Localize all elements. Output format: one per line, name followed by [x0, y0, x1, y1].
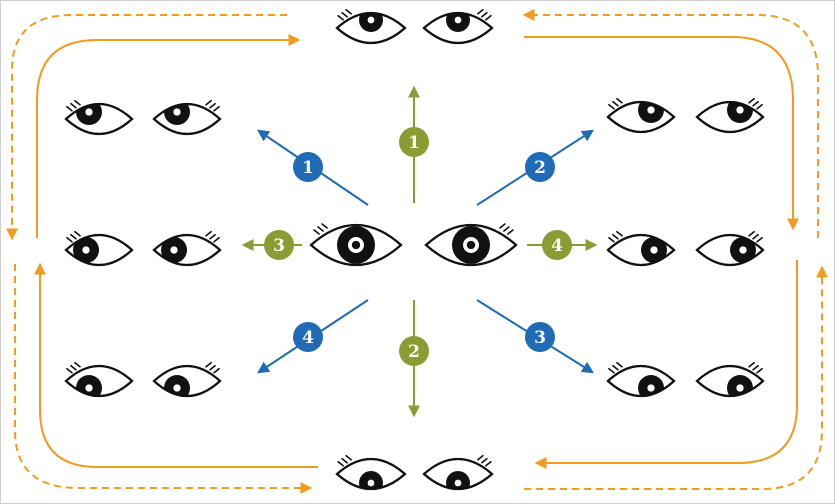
orange-dashed-path-top-left: [6, 14, 287, 241]
eye-right-1: [606, 230, 676, 267]
svg-text:1: 1: [408, 133, 420, 153]
orange-solid-path-top-left: [36, 34, 301, 238]
badge-green-down: 2: [399, 336, 429, 366]
badge-blue-down-right: 3: [525, 322, 555, 352]
orange-dashed-path-bottom-right: [524, 265, 828, 490]
step-badges: 1 2 3 4 1 2 3 4: [264, 127, 572, 366]
eye-top-left: [335, 8, 407, 45]
eye-downright-2: [695, 361, 765, 398]
eyes-layer: [64, 8, 765, 491]
orange-dashed-path-bottom-left: [14, 264, 313, 494]
badge-blue-up-right: 2: [525, 152, 555, 182]
orange-dashed-path-top-right: [522, 9, 819, 238]
badge-blue-down-left: 4: [293, 322, 323, 352]
orange-solid-path-bottom-right: [534, 260, 798, 469]
eye-upleft-2: [152, 99, 222, 136]
eye-right-2: [695, 230, 765, 267]
svg-text:4: 4: [302, 328, 314, 348]
eye-center-left: [309, 223, 403, 266]
badge-green-left: 3: [264, 230, 294, 260]
eye-left-2: [152, 230, 222, 267]
svg-text:2: 2: [534, 158, 546, 178]
eye-upright-2: [695, 97, 765, 134]
circulation-paths: [6, 9, 828, 494]
eye-downleft-2: [152, 361, 222, 398]
eye-top-right: [422, 8, 494, 45]
badge-blue-up-left: 1: [293, 152, 323, 182]
badge-green-up: 1: [399, 127, 429, 157]
svg-text:3: 3: [534, 328, 546, 348]
eye-center-right: [424, 223, 518, 266]
svg-text:3: 3: [273, 236, 285, 256]
orange-solid-path-top-right: [524, 36, 799, 231]
eye-upleft-1: [64, 99, 134, 136]
badge-green-right: 4: [542, 230, 572, 260]
eye-left-1: [64, 230, 134, 267]
eye-bottom-left: [335, 454, 407, 491]
svg-text:4: 4: [551, 236, 563, 256]
orange-solid-path-bottom-left: [34, 262, 318, 468]
svg-text:1: 1: [302, 158, 314, 178]
svg-text:2: 2: [408, 342, 420, 362]
eye-upright-1: [606, 97, 676, 134]
eye-downright-1: [606, 361, 676, 398]
eye-bottom-right: [422, 454, 494, 491]
eye-downleft-1: [64, 361, 134, 398]
